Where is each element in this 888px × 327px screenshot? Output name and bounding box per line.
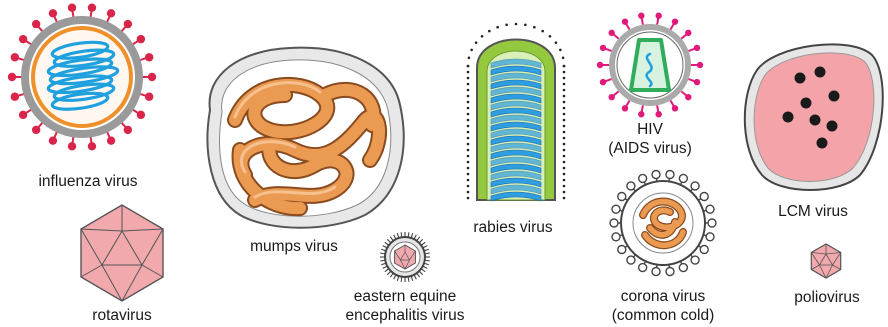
corona-virus	[610, 170, 716, 275]
influenza-virus	[8, 4, 156, 151]
mumps-virus	[208, 48, 404, 228]
rabies-virus	[467, 23, 566, 201]
lcm-label: LCM virus	[778, 203, 848, 220]
hiv-label-line2: (AIDS virus)	[608, 140, 692, 157]
hiv-label-line1: HIV	[637, 121, 664, 138]
influenza-label: influenza virus	[38, 173, 137, 190]
eee-virus	[380, 232, 430, 282]
poliovirus-label: poliovirus	[794, 289, 860, 306]
eee-label-line2: encephalitis virus	[346, 307, 465, 324]
hiv-virus	[597, 13, 703, 118]
poliovirus-capsid	[811, 244, 840, 278]
corona-label-line2: (common cold)	[612, 307, 715, 324]
mumps-label: mumps virus	[250, 238, 338, 255]
lcm-virus	[745, 44, 883, 190]
corona-label-line1: corona virus	[621, 288, 706, 305]
rabies-label: rabies virus	[473, 219, 552, 236]
rotavirus-capsid	[81, 205, 163, 301]
rotavirus-label: rotavirus	[92, 307, 152, 324]
eee-label-line1: eastern equine	[354, 288, 457, 305]
